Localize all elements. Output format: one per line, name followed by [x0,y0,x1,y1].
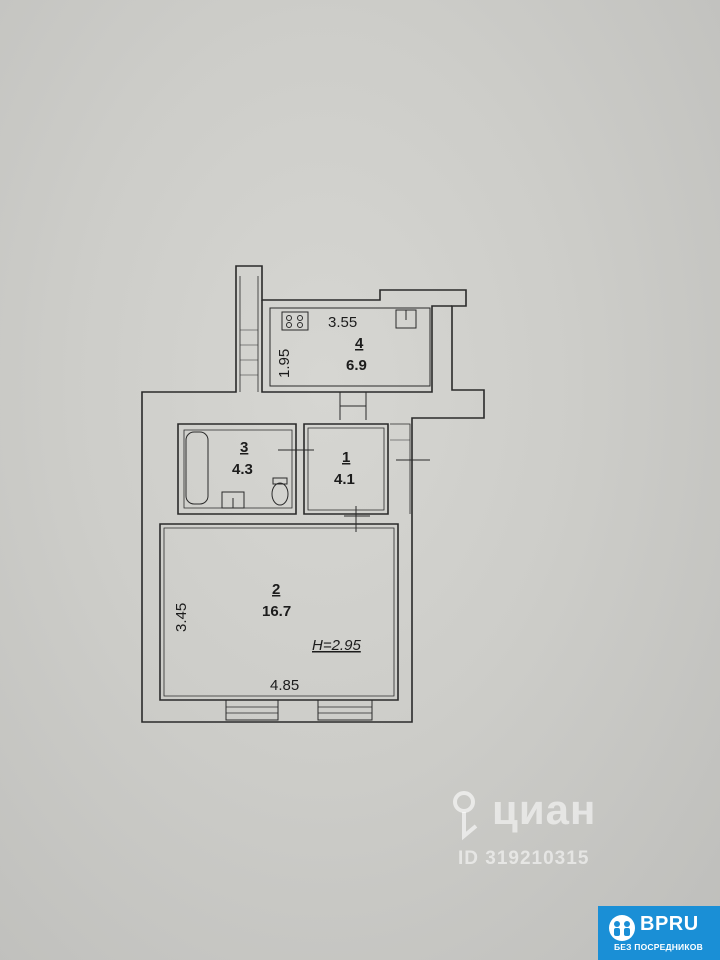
kitchen-depth-label: 1.95 [276,349,293,378]
bpru-badge[interactable]: BPRU БЕЗ ПОСРЕДНИКОВ [598,906,720,960]
room-1-number: 1 [342,449,350,466]
main-depth-label: 3.45 [173,603,190,632]
kitchen-width-label: 3.55 [328,314,357,331]
room-3-number: 3 [240,439,248,456]
toilet-icon [271,482,289,506]
hall-wall [303,423,389,515]
main-width-label: 4.85 [270,677,299,694]
door-main [344,506,370,532]
duct-strip [239,276,259,392]
door-kitchen [339,392,367,420]
outer-wall [141,265,485,723]
corridor-strip [390,423,411,514]
room-4-area: 6.9 [346,357,367,374]
room-2-area: 16.7 [262,603,291,620]
window-left [225,699,279,721]
people-icon [609,915,635,941]
badge-subtitle: БЕЗ ПОСРЕДНИКОВ [614,942,703,952]
door-bathroom [278,438,314,462]
room-1-area: 4.1 [334,471,355,488]
window-right [317,699,373,721]
stove-icon [281,311,309,331]
bathroom-inner [183,429,293,509]
room-2-number: 2 [272,581,280,598]
bathroom-wall [177,423,297,515]
ceiling-height-label: H=2.95 [312,637,361,654]
bathtub-icon [185,431,209,505]
kitchen-wall [261,300,452,393]
hall-inner [307,427,385,511]
kitchen-inner-wall [269,307,431,387]
room-3-area: 4.3 [232,461,253,478]
room-4-number: 4 [355,335,364,352]
main-room-inner [163,527,395,697]
badge-title: BPRU [640,913,699,935]
main-room-wall [159,523,399,701]
